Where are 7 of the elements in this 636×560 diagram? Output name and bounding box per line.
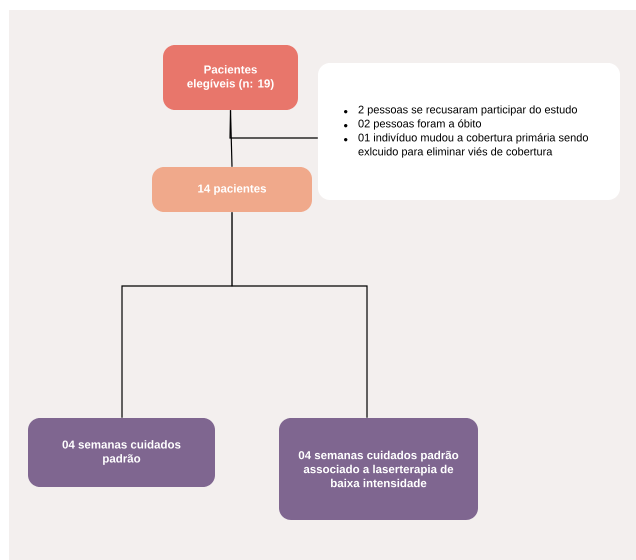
connector-line xyxy=(229,110,318,139)
note-box: 2 pessoas se recusaram participar do estudo 02 pessoas foram a óbito 01 indivíduo mudou a cobertura primária sendo exlcuido para eliminar viés de cobertura xyxy=(318,63,620,200)
process-box: 14 pacientes xyxy=(152,167,312,212)
process-box: Pacientes elegíveis (n: 19) xyxy=(163,45,298,110)
process-box: 04 semanas cuidados padrão xyxy=(28,418,215,487)
process-box: 04 semanas cuidados padrão associado a laserterapia de baixa intensidade xyxy=(279,418,478,520)
connector-line xyxy=(231,212,368,418)
